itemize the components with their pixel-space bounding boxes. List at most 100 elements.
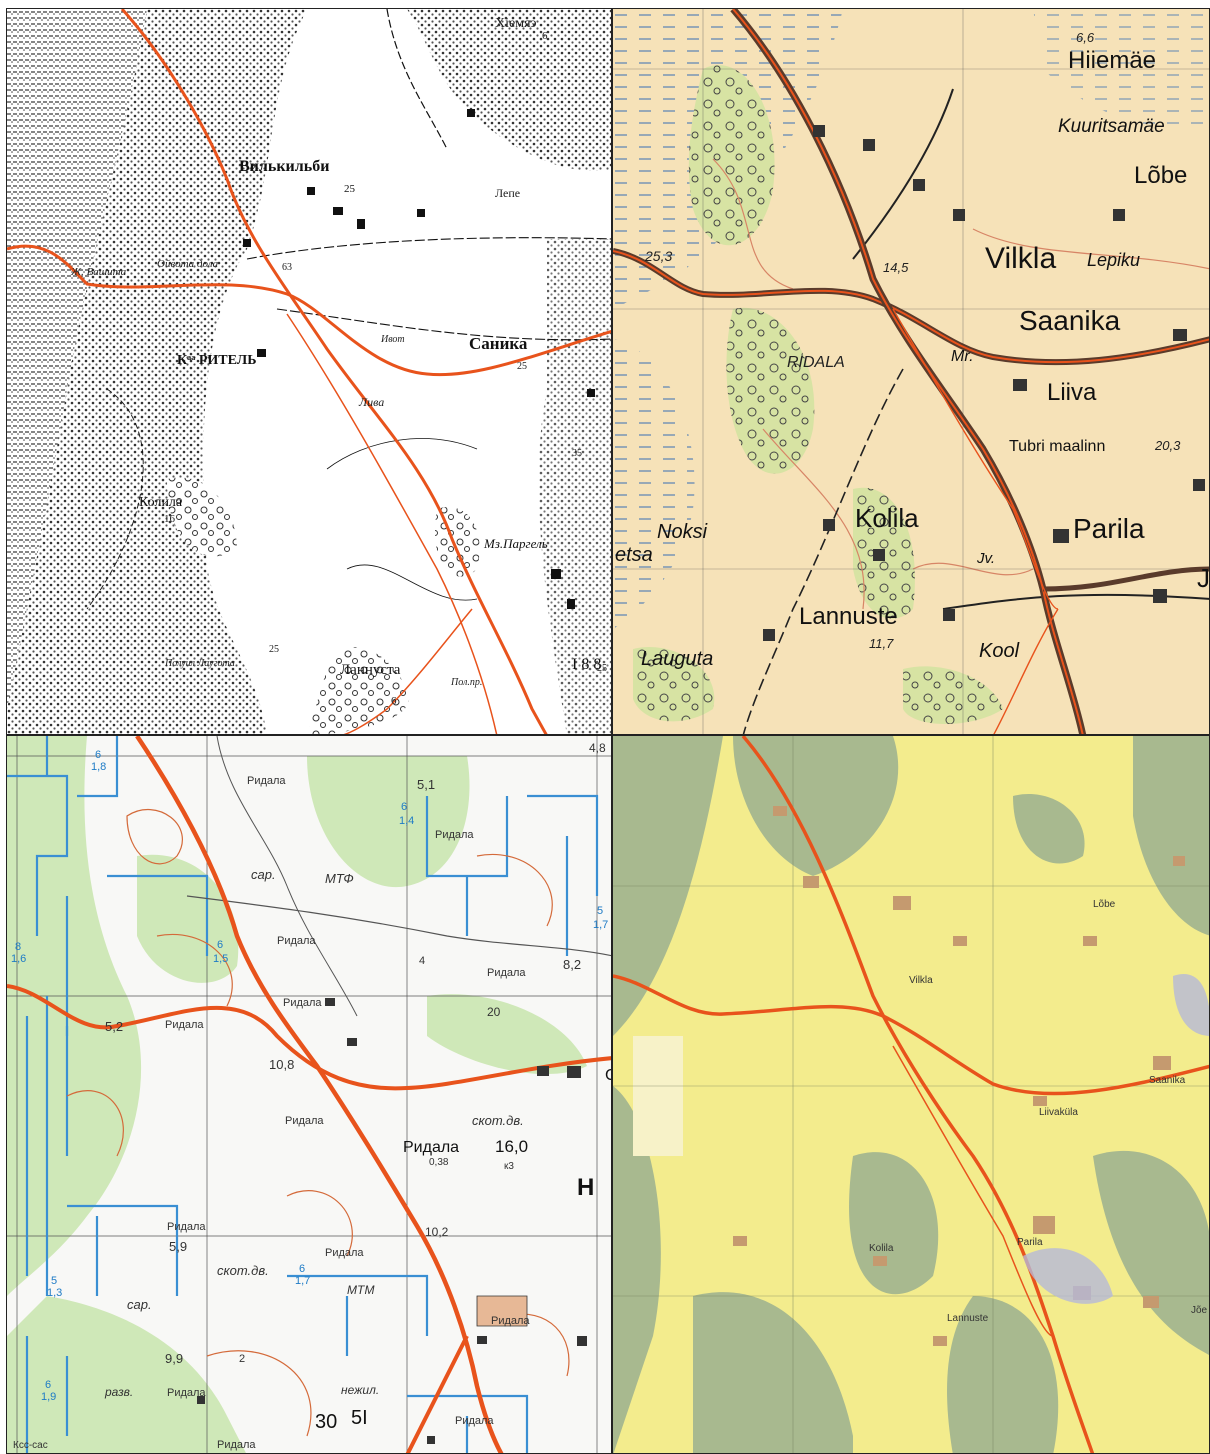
map-label: Ридала — [167, 1221, 206, 1233]
map-label: Полуил Лаугота — [165, 658, 235, 669]
map-label: скот.дв. — [472, 1113, 524, 1128]
map-1970-graphics — [7, 736, 611, 1453]
map-label: разв. — [105, 1385, 134, 1399]
map-label: 16 — [164, 513, 175, 525]
map-label: 5 — [597, 905, 604, 917]
map-label: 14,5 — [883, 260, 909, 275]
map-label: Jė — [1197, 563, 1210, 593]
map-label: 8 — [15, 941, 22, 953]
map-label: Хіемяэ — [495, 16, 537, 31]
map-label: Ридала — [325, 1247, 364, 1259]
map-label: Ксс-сас — [13, 1440, 48, 1451]
map-1935-graphics — [613, 9, 1209, 734]
map-label: Lõbe — [1134, 162, 1188, 189]
map-label: 4,8 — [589, 741, 606, 755]
map-label: 1,7 — [593, 919, 609, 931]
map-label: Ридала — [285, 1115, 324, 1127]
map-label: 6,6 — [1076, 30, 1095, 45]
map-label: I 8 8 — [572, 656, 602, 673]
map-label: Lauguta — [641, 648, 714, 670]
map-label: 1,4 — [399, 815, 415, 827]
map-label: 6 — [217, 939, 224, 951]
map-label: 25 — [269, 644, 279, 655]
map-label: 25 — [517, 361, 527, 372]
map-label: 9,9 — [165, 1351, 184, 1366]
map-label: Jõe — [1191, 1305, 1208, 1316]
map-label: 25,3 — [645, 248, 673, 264]
map-label: 5,2 — [105, 1019, 124, 1034]
map-label: 1,5 — [213, 953, 229, 965]
map-label: 16,0 — [495, 1137, 529, 1156]
map-label: Liiva — [1047, 379, 1097, 406]
map-label: Vilkla — [909, 975, 933, 986]
map-label: Saanika — [1149, 1075, 1186, 1086]
map-label: 11,7 — [869, 636, 894, 651]
map-label: 1,3 — [47, 1287, 63, 1299]
map-label: Ридала — [487, 967, 526, 979]
map-label: Lannuste — [799, 603, 898, 630]
map-label: МТФ — [325, 871, 354, 886]
map-label: 6 — [45, 1379, 52, 1391]
map-label: RIDALA — [787, 354, 845, 371]
map-label: 1,6 — [11, 953, 27, 965]
map-label: 5,9 — [169, 1239, 188, 1254]
map-label: к3 — [504, 1161, 514, 1172]
map-label: 2 — [239, 1353, 246, 1365]
map-label: сар. — [251, 867, 276, 882]
map-label: Ридала — [491, 1315, 530, 1327]
map-label: 6 — [542, 30, 548, 42]
map-label: etsa — [615, 544, 653, 566]
map-label: Ридала — [283, 997, 322, 1009]
map-label: скот.дв. — [217, 1263, 269, 1278]
map-label: Ридала — [435, 829, 474, 841]
map-label: Ридала — [167, 1387, 206, 1399]
map-label: Jv. — [977, 550, 996, 567]
map-label: Hiiemäe — [1068, 47, 1157, 74]
map-label: 25 — [344, 183, 355, 195]
map-label: Lõbe — [1093, 899, 1116, 910]
map-label: 10,8 — [269, 1057, 295, 1072]
map-label: Ойвота дола — [157, 258, 219, 270]
map-label: Ридала — [277, 935, 316, 947]
map-label: 10,2 — [425, 1225, 449, 1239]
map-label: Вилькильби — [239, 158, 330, 175]
map-label: С — [605, 1068, 611, 1084]
map-label: Kuuritsamäe — [1058, 116, 1165, 137]
map-label: 5 — [51, 1275, 58, 1287]
map-label: 25 — [597, 663, 607, 674]
map-label: 20,3 — [1155, 438, 1181, 453]
map-label: Мз.Паргель — [484, 536, 548, 551]
map-label: Ридала — [165, 1019, 204, 1031]
map-label: Ланнуста — [340, 662, 401, 678]
map-label: 20 — [487, 1005, 501, 1019]
map-label: 35 — [572, 448, 582, 459]
map-label: нежил. — [341, 1383, 380, 1397]
map-label: сар. — [127, 1297, 152, 1312]
map-label: 1,9 — [41, 1391, 57, 1403]
map-label: Lepiku — [1087, 250, 1141, 270]
map-label: Vilkla — [985, 242, 1057, 275]
map-label: Liivaküla — [1039, 1107, 1078, 1118]
map-label: Tubri maalinn — [1009, 438, 1106, 455]
map-label: 1,7 — [295, 1275, 311, 1287]
map-label: 1,8 — [91, 761, 107, 773]
map-label: 63 — [282, 262, 292, 273]
map-1915-graphics — [7, 9, 611, 734]
map-label: Пол.пр. — [451, 677, 483, 688]
map-label: Noksi — [657, 521, 708, 543]
map-label: МТМ — [347, 1283, 375, 1297]
map-label: 30 — [315, 1411, 338, 1433]
map-label: Колила — [139, 495, 183, 510]
map-label: Kolila — [869, 1243, 894, 1254]
map-label: Лива — [359, 395, 385, 409]
map-label: Ридала — [403, 1139, 460, 1156]
map-label: Ж. Вашита — [71, 266, 127, 278]
map-modern-graphics — [613, 736, 1209, 1453]
map-label: Ивот — [381, 334, 405, 345]
map-label: 0,38 — [429, 1157, 449, 1168]
